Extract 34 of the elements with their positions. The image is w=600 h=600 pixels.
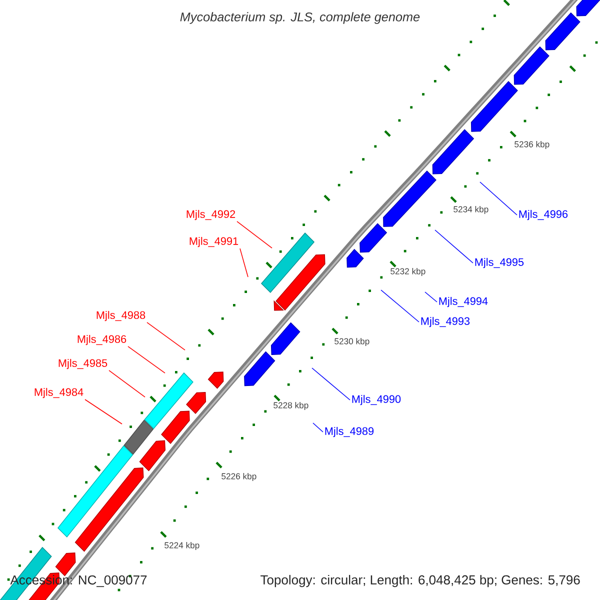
gene-label: Mjls_4989 (325, 426, 374, 438)
gene-label: Mjls_4990 (352, 394, 401, 406)
leader-line (312, 422, 324, 432)
gene-label: Mjls_4988 (96, 310, 146, 322)
leader-line (480, 182, 518, 216)
footer-text: Topology: circular; Length: 6,048,425 bp; Genes: 5,796 (260, 574, 580, 588)
leader-line (84, 399, 122, 424)
gene-label: Mjls_4996 (519, 210, 568, 220)
tick-label: 5230 kbp (334, 338, 370, 346)
leader-line (434, 230, 474, 264)
leader-line (146, 322, 186, 350)
gene-label: Mjls_4984 (34, 388, 84, 398)
gene-label: Mjls_4992 (186, 210, 236, 220)
leader-line (312, 368, 350, 400)
gene-label: Mjls_4985 (58, 358, 108, 370)
leader-line (108, 370, 146, 398)
tick-label: 5234 kbp (454, 206, 488, 214)
tick-label: 5236 kbp (514, 141, 550, 150)
gene-label: Mjls_4986 (78, 334, 126, 346)
leader-line (240, 248, 248, 278)
leader-line (128, 346, 166, 374)
gene-label: Mjls_4993 (421, 316, 470, 328)
gene-label: Mjls_4995 (475, 258, 524, 268)
title: Mycobacterium sp. JLS, complete genome (180, 12, 420, 24)
tick-label: 5232 kbp (390, 268, 426, 276)
gene-label: Mjls_4994 (439, 296, 488, 308)
tick-label: 5228 kbp (274, 402, 308, 410)
leader-line (236, 221, 272, 248)
leader-line (424, 292, 438, 302)
tick-label: 5226 kbp (222, 473, 256, 482)
leader-line (380, 290, 420, 322)
footer-text: Accession: NC_009077 (10, 575, 147, 588)
tick-label: 5224 kbp (164, 542, 200, 550)
gene-label: Mjls_4991 (190, 236, 238, 248)
